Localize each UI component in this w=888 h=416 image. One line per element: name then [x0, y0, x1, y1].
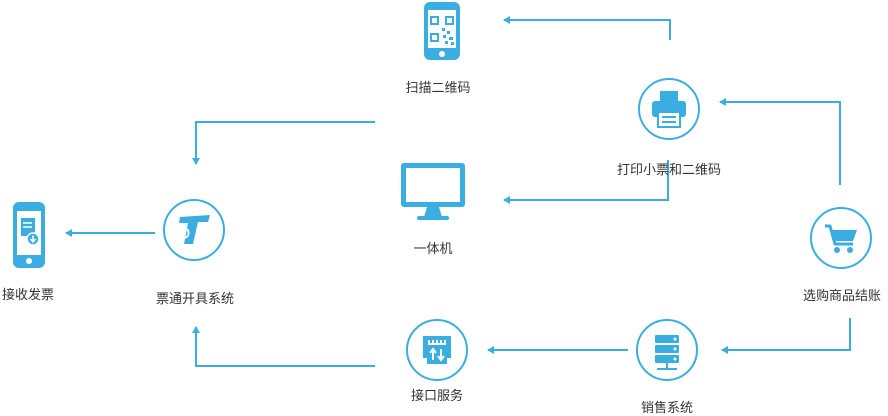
arrow-print-to-kiosk — [503, 160, 669, 204]
invoice-logo-icon — [163, 199, 225, 261]
label-receive: 接收发票 — [1, 288, 55, 303]
label-kiosk: 一体机 — [413, 242, 453, 257]
label-sales: 销售系统 — [640, 401, 694, 416]
node-invoice — [162, 198, 226, 262]
arrow-api-to-invoice — [192, 326, 375, 367]
label-api: 接口服务 — [410, 389, 464, 404]
node-sales — [635, 318, 699, 382]
node-kiosk — [399, 161, 467, 221]
label-invoice: 票通开具系统 — [155, 292, 235, 307]
server-icon — [636, 319, 698, 381]
phone-download-icon — [13, 202, 45, 268]
arrow-checkout-to-sales — [721, 318, 851, 354]
label-print: 打印小票和二维码 — [616, 163, 722, 178]
label-checkout: 选购商品结账 — [802, 289, 882, 304]
arrow-checkout-to-print — [719, 98, 841, 185]
node-api — [405, 318, 469, 382]
shopping-cart-icon — [810, 207, 872, 269]
node-print — [637, 77, 701, 141]
label-scan: 扫描二维码 — [405, 81, 471, 96]
arrow-print-to-scan — [503, 16, 671, 40]
node-scan — [421, 0, 463, 62]
node-receive — [12, 201, 46, 269]
printer-icon — [638, 78, 700, 140]
qr-phone-icon — [424, 2, 460, 60]
node-checkout — [809, 206, 873, 270]
monitor-icon — [401, 163, 465, 220]
arrow-scan-to-invoice — [192, 121, 375, 165]
network-port-icon — [406, 319, 468, 381]
